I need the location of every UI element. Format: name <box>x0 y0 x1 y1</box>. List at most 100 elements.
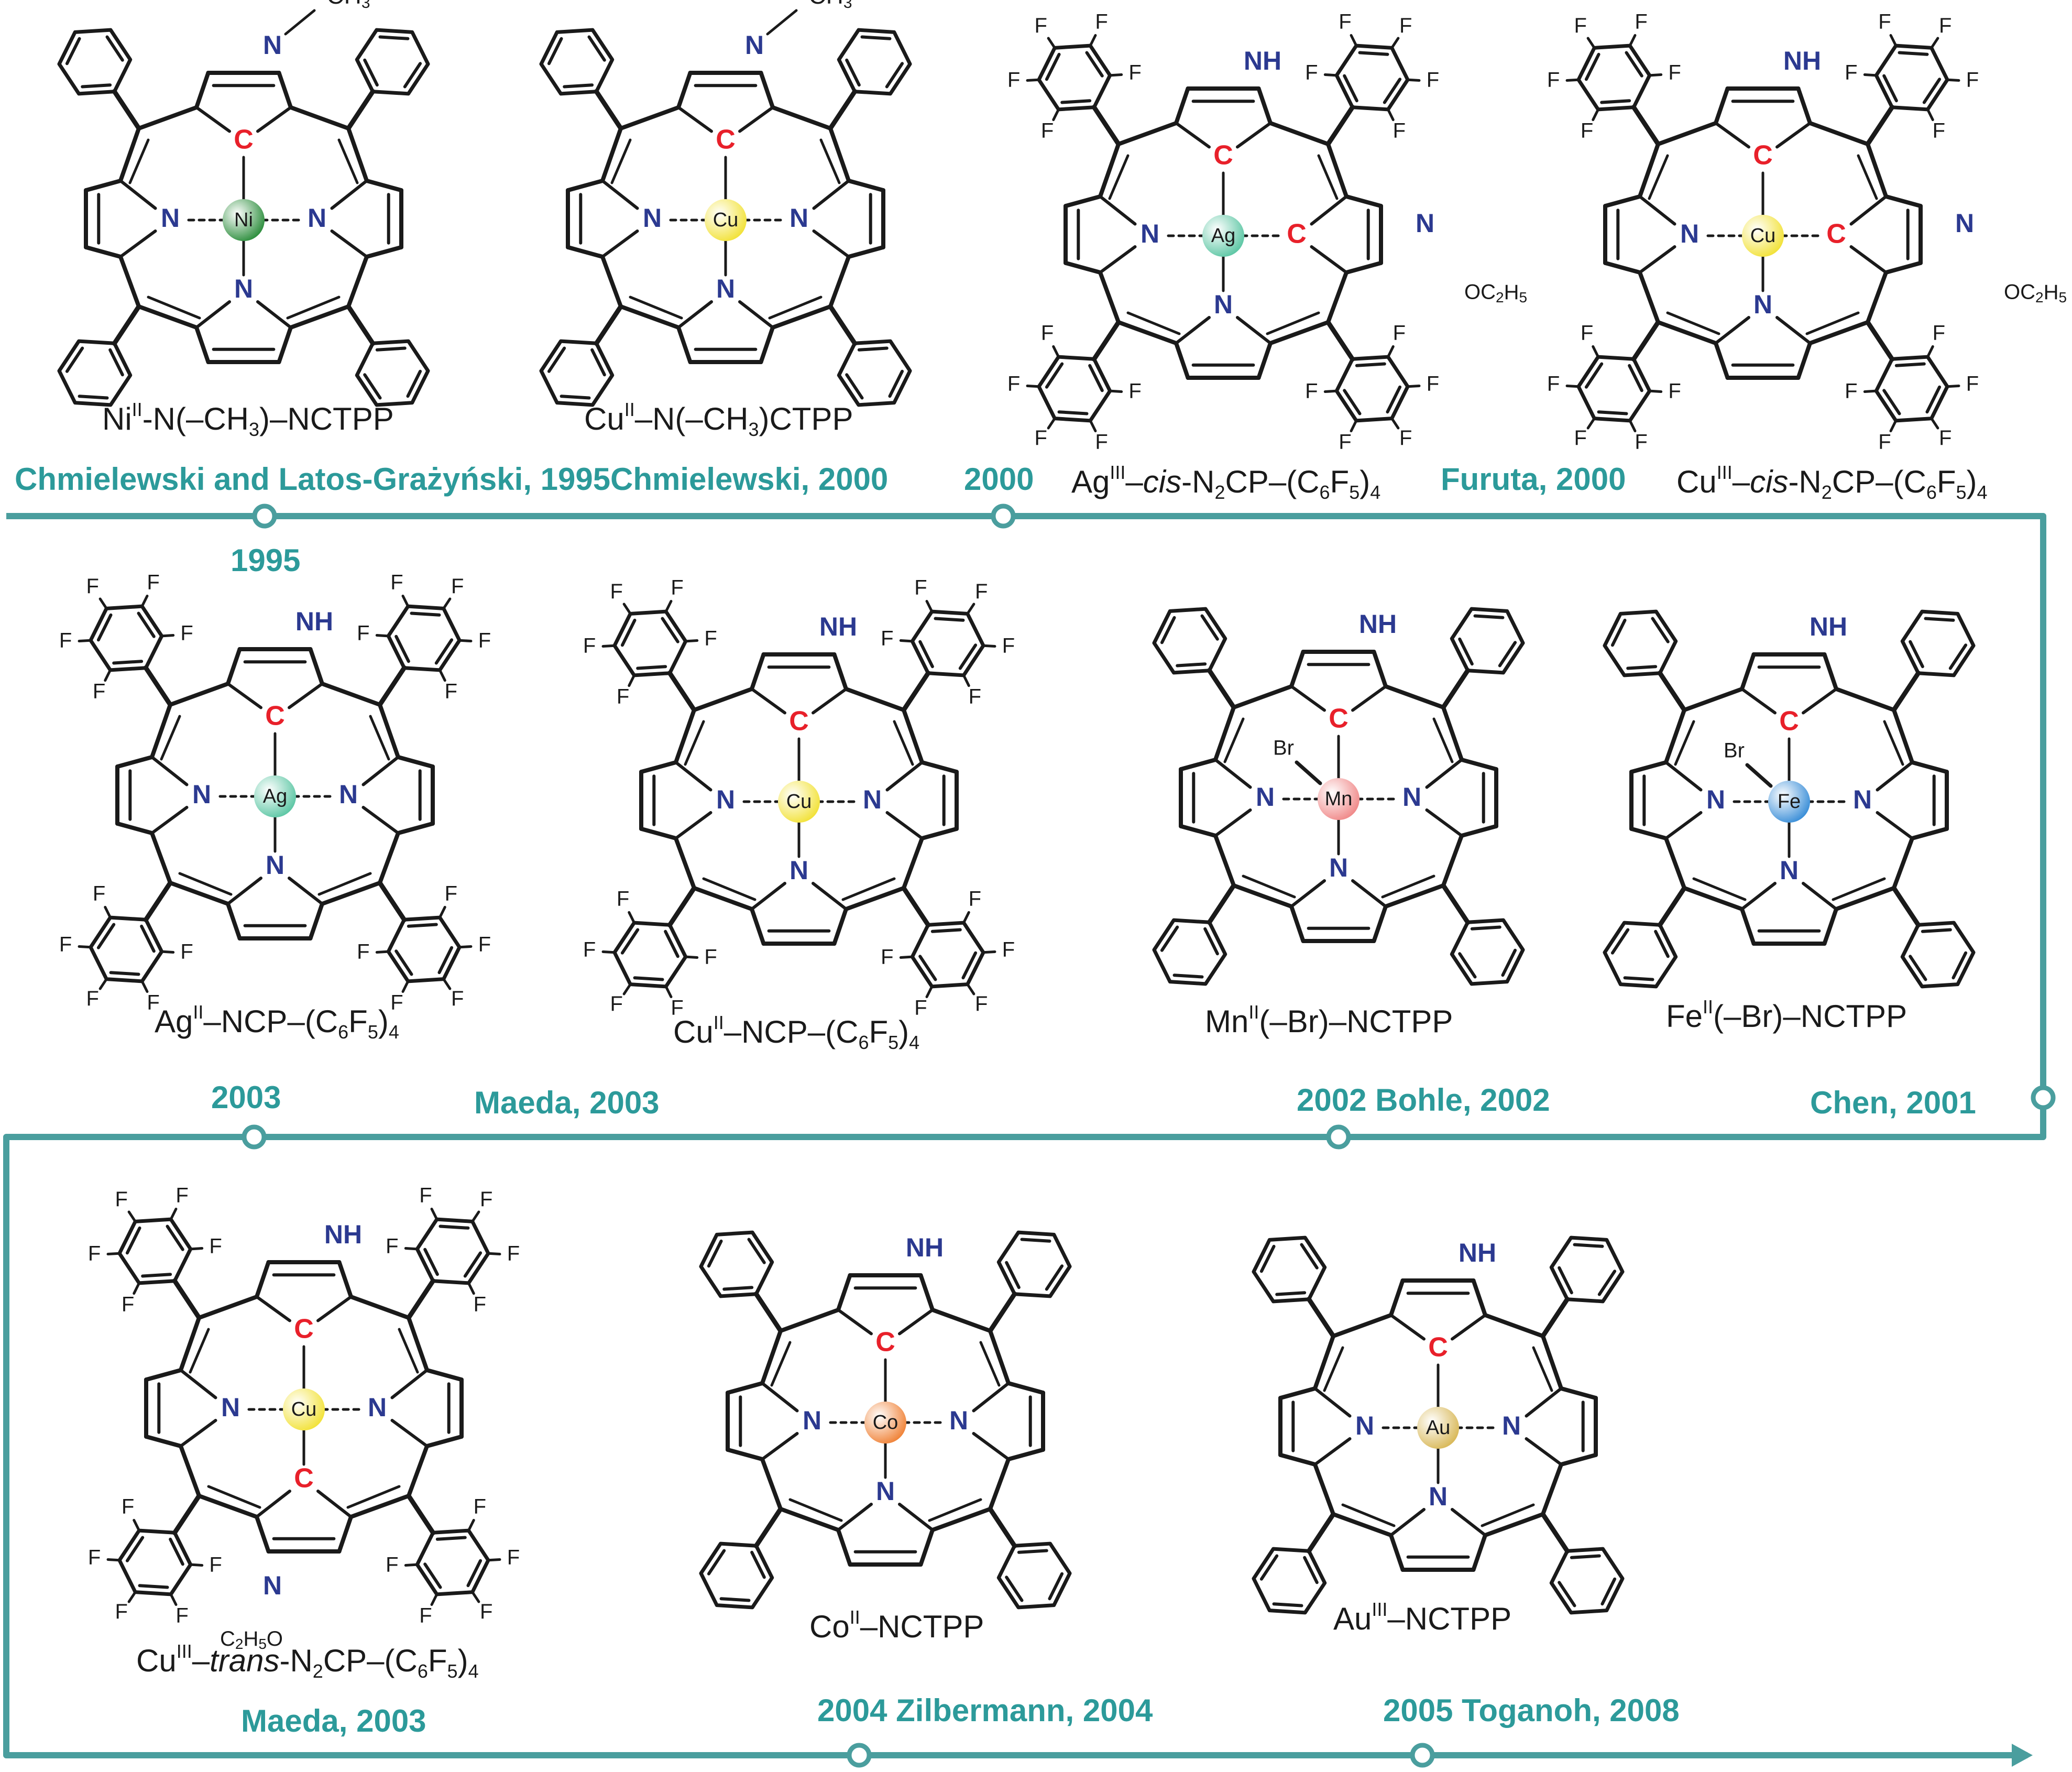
svg-text:N: N <box>1214 290 1233 319</box>
svg-text:N: N <box>790 856 808 885</box>
svg-text:F: F <box>1966 372 1979 395</box>
svg-text:F: F <box>507 1242 520 1265</box>
svg-text:F: F <box>1581 119 1593 142</box>
compound-name-cu-n-methyl-ctpp: CuII–N(–CH3)CTPP <box>584 399 853 440</box>
svg-text:N: N <box>221 1393 240 1422</box>
svg-text:F: F <box>969 888 981 911</box>
svg-text:F: F <box>122 1495 134 1518</box>
svg-text:F: F <box>478 933 491 956</box>
svg-text:F: F <box>1041 322 1054 345</box>
svg-text:F: F <box>610 992 623 1015</box>
compound-name-au-nctpp: AuIII–NCTPP <box>1333 1599 1512 1637</box>
svg-text:N: N <box>1256 782 1275 812</box>
svg-text:F: F <box>474 1495 486 1518</box>
svg-text:F: F <box>115 1600 128 1623</box>
svg-text:F: F <box>1547 69 1560 92</box>
svg-text:N: N <box>1706 785 1725 814</box>
timeline-label-bohle-2002: 2002 Bohle, 2002 <box>1297 1082 1550 1118</box>
svg-text:F: F <box>176 1604 188 1627</box>
compound-name-cu-cis-n2cp-c6f5: CuIII–cis-N2CP–(C6F5)4 <box>1676 462 1988 503</box>
svg-text:N: N <box>1853 785 1872 814</box>
svg-text:C: C <box>1753 140 1773 171</box>
svg-text:F: F <box>357 621 369 644</box>
svg-text:F: F <box>1339 10 1351 34</box>
svg-text:C: C <box>234 125 254 155</box>
svg-text:C: C <box>716 125 736 155</box>
molecule-1: NCH3CNNNNi <box>57 0 430 407</box>
svg-text:F: F <box>480 1600 492 1623</box>
svg-text:F: F <box>1095 430 1108 453</box>
svg-text:N: N <box>234 274 253 303</box>
svg-text:F: F <box>507 1546 520 1569</box>
svg-text:F: F <box>1305 61 1318 84</box>
metal-cu <box>778 781 820 823</box>
svg-text:C: C <box>1779 706 1799 737</box>
svg-text:NH: NH <box>1359 609 1397 639</box>
svg-text:F: F <box>1581 322 1593 345</box>
svg-text:Br: Br <box>1724 739 1745 762</box>
svg-text:N: N <box>643 203 662 233</box>
compound-name-cu-ncp-c6f5: CuII–NCP–(C6F5)4 <box>673 1012 920 1053</box>
timeline-label-year-1995: 1995 <box>231 543 301 578</box>
svg-text:C: C <box>1287 219 1307 249</box>
svg-text:F: F <box>1007 372 1020 395</box>
svg-text:N: N <box>1502 1411 1521 1440</box>
svg-text:F: F <box>176 1184 188 1207</box>
svg-text:F: F <box>881 627 893 650</box>
svg-text:F: F <box>209 1234 222 1257</box>
svg-text:Fe: Fe <box>1778 791 1801 813</box>
timeline-label-furuta-2000: Furuta, 2000 <box>1441 462 1626 497</box>
svg-text:OC2H5: OC2H5 <box>2004 281 2067 306</box>
svg-text:F: F <box>1128 61 1141 84</box>
timeline-label-toganoh-2008: 2005 Toganoh, 2008 <box>1383 1693 1680 1728</box>
svg-text:N: N <box>263 30 282 60</box>
timeline-label-chmielewski-2000: Chmielewski, 2000 <box>610 462 889 497</box>
svg-text:Au: Au <box>1426 1417 1450 1439</box>
svg-text:F: F <box>59 933 72 956</box>
svg-text:F: F <box>1668 61 1681 84</box>
svg-text:F: F <box>1007 69 1020 92</box>
compound-name-fe-br-nctpp: FeII(–Br)–NCTPP <box>1666 996 1907 1034</box>
svg-text:Cu: Cu <box>786 791 812 813</box>
svg-text:F: F <box>1668 380 1681 403</box>
svg-text:Cu: Cu <box>1750 225 1776 247</box>
timeline-label-year-2000: 2000 <box>964 462 1034 497</box>
svg-text:N: N <box>1955 209 1974 238</box>
timeline-node-5 <box>242 1124 267 1150</box>
svg-text:F: F <box>881 946 893 969</box>
svg-text:Cu: Cu <box>713 209 739 231</box>
metal-ag <box>1202 215 1244 257</box>
svg-text:C: C <box>875 1327 895 1358</box>
svg-text:F: F <box>1574 426 1587 450</box>
svg-text:N: N <box>790 203 808 233</box>
metal-cu <box>283 1388 325 1430</box>
svg-text:NH: NH <box>295 607 333 636</box>
svg-text:F: F <box>671 576 683 599</box>
svg-text:F: F <box>93 882 105 905</box>
svg-text:NH: NH <box>1810 612 1847 641</box>
svg-text:F: F <box>1339 430 1351 453</box>
svg-text:N: N <box>1780 856 1799 885</box>
svg-text:F: F <box>59 629 72 652</box>
svg-text:N: N <box>1680 219 1699 248</box>
svg-text:NH: NH <box>324 1220 362 1249</box>
svg-text:NH: NH <box>1459 1238 1496 1267</box>
svg-text:N: N <box>1402 782 1421 812</box>
svg-text:OC2H5: OC2H5 <box>1464 281 1527 306</box>
svg-text:Ag: Ag <box>1211 225 1235 247</box>
timeline-label-year-2003: 2003 <box>211 1080 281 1115</box>
svg-text:F: F <box>914 576 927 599</box>
svg-text:Ni: Ni <box>234 209 253 231</box>
svg-text:F: F <box>480 1188 492 1211</box>
svg-text:Mn: Mn <box>1325 788 1353 810</box>
timeline-label-maeda-2003-row3: Maeda, 2003 <box>241 1703 426 1738</box>
svg-text:N: N <box>716 785 735 814</box>
svg-text:F: F <box>704 627 717 650</box>
svg-text:CH3: CH3 <box>326 0 370 12</box>
metal-cu <box>705 199 747 241</box>
svg-text:F: F <box>390 571 403 594</box>
